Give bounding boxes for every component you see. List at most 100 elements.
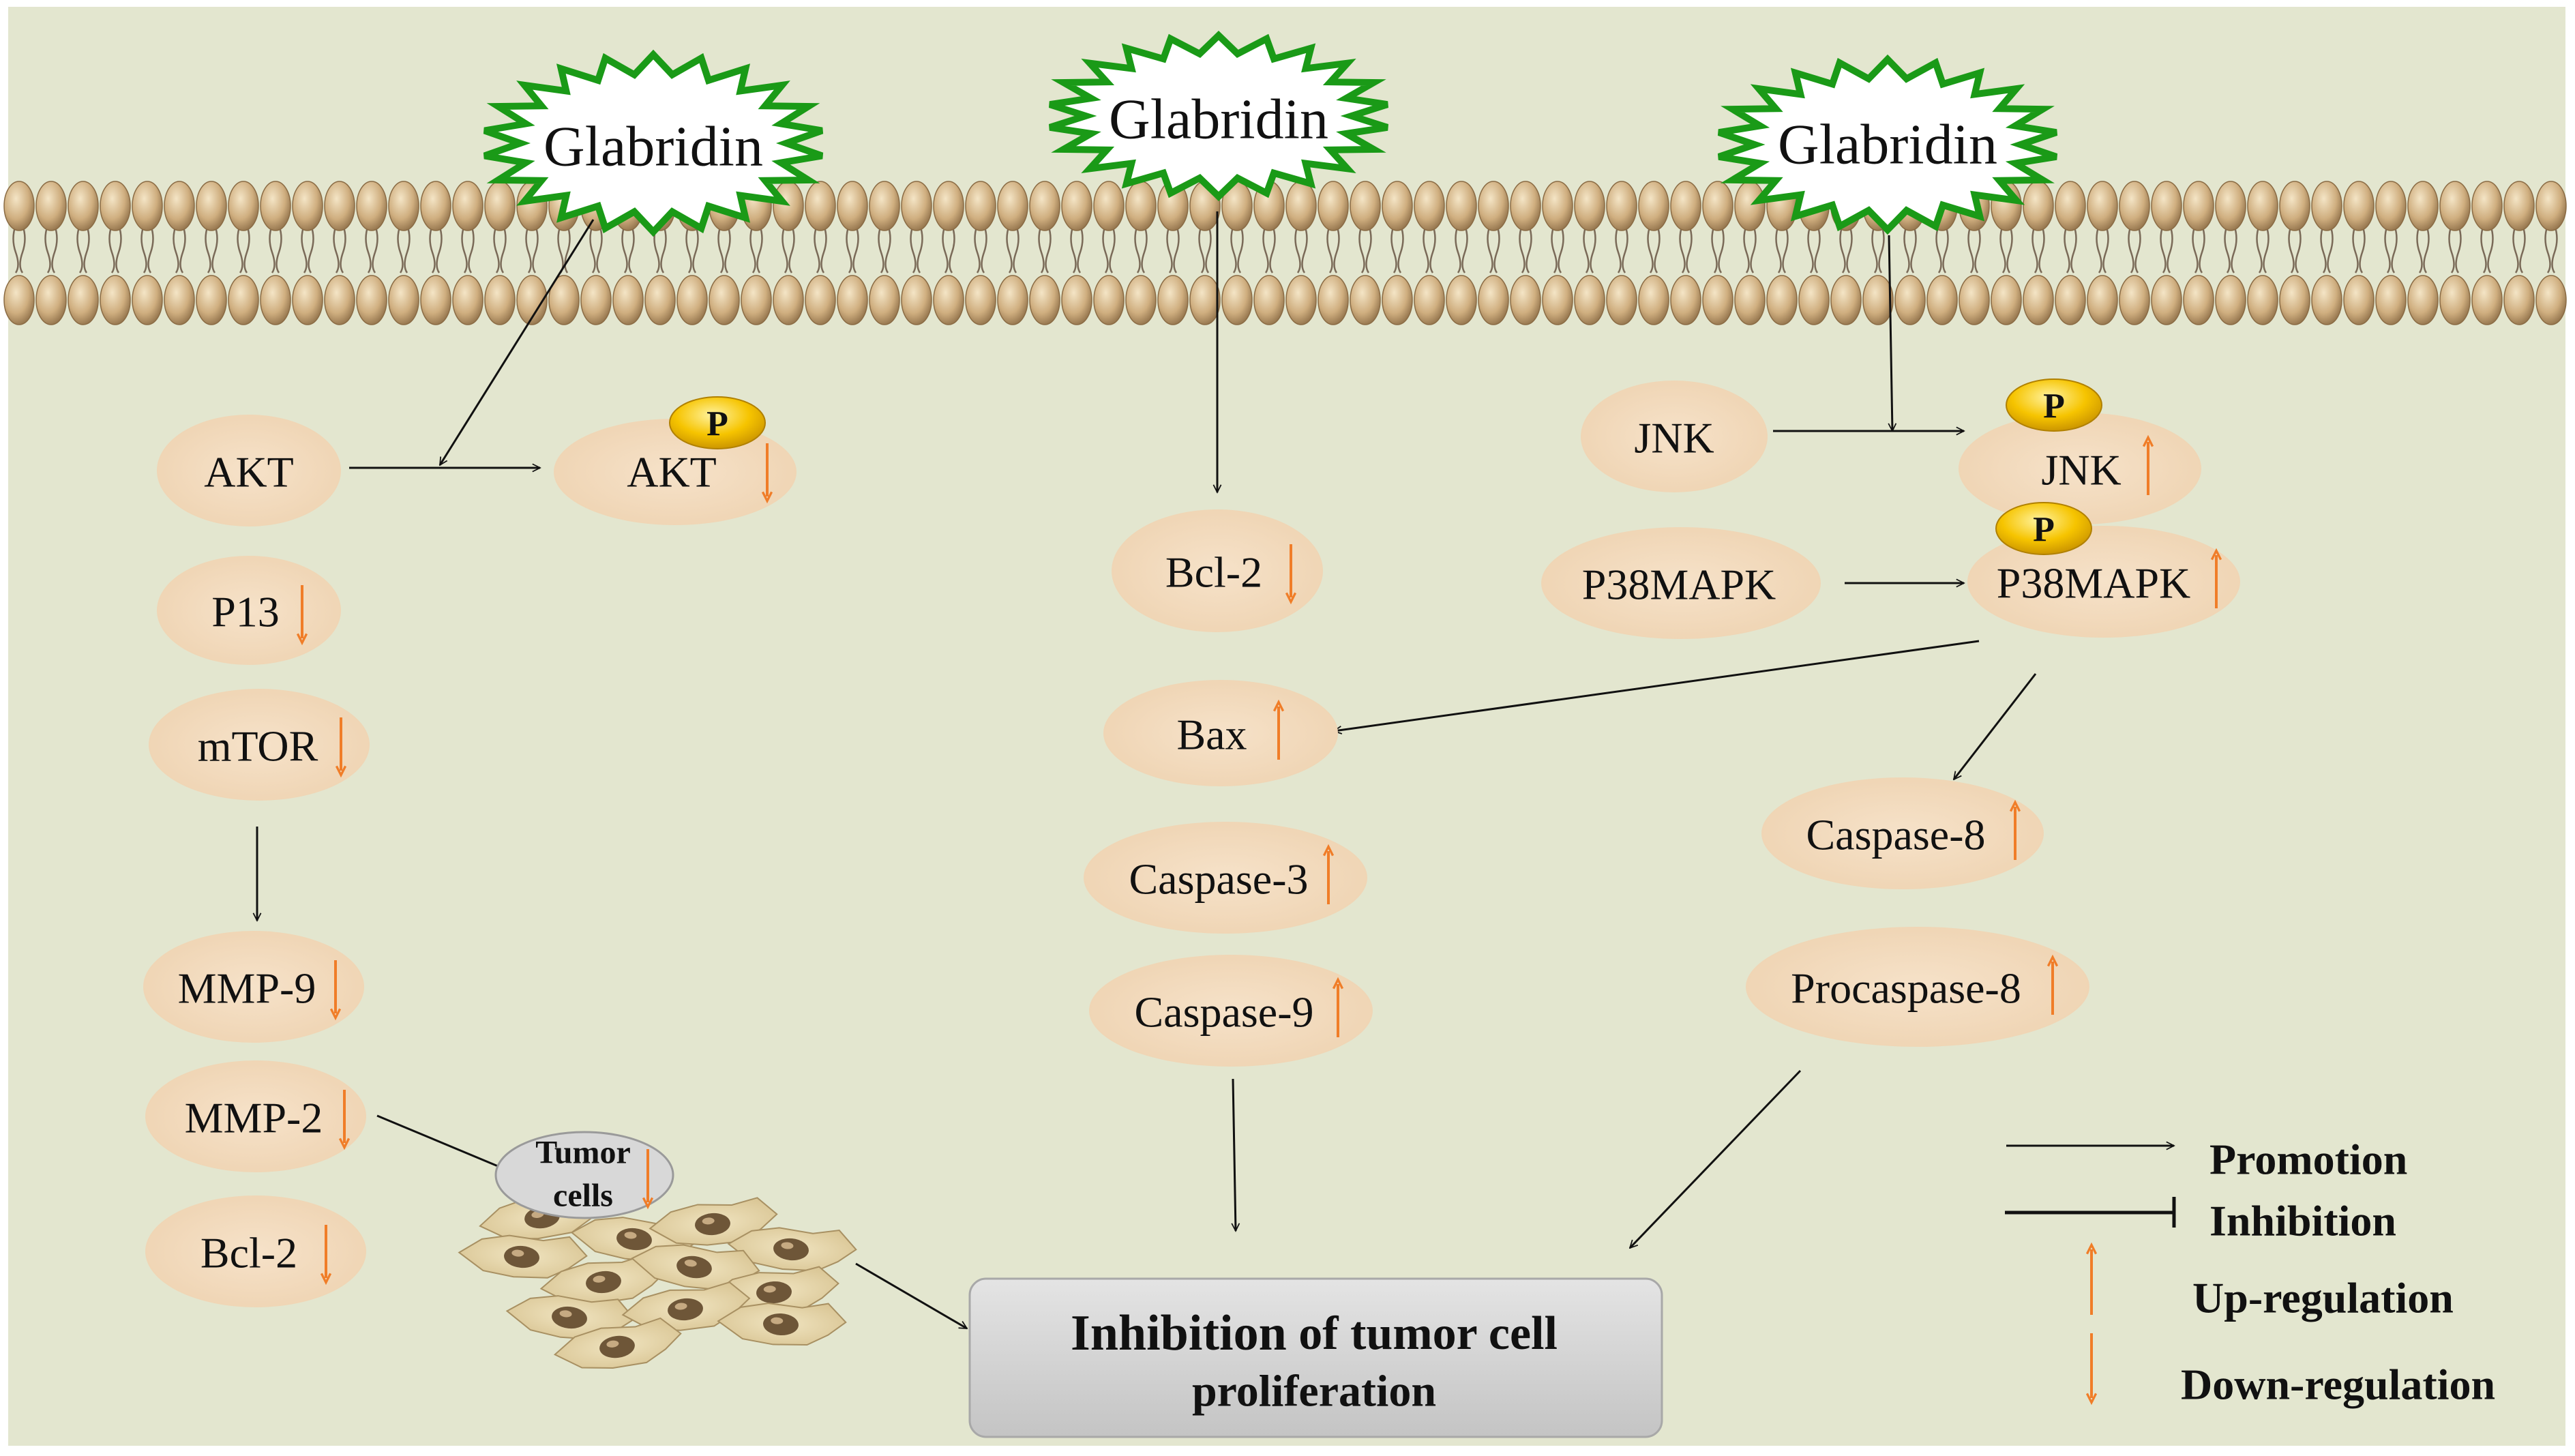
lipid-head [1029, 275, 1060, 325]
lipid-head [2215, 275, 2246, 325]
phospho-badge: P [669, 396, 766, 449]
lipid-head [164, 275, 195, 325]
arrow-p38-to-bax [1334, 640, 1980, 731]
glabridin-group: Glabridin Glabridin Glabridin [483, 31, 2058, 237]
lipid-head [35, 275, 67, 325]
lipid-head [2535, 275, 2567, 325]
lipid-head [2183, 275, 2214, 325]
svg-text:P: P [2033, 511, 2055, 550]
lipid-head [773, 275, 804, 325]
lipid-head [1894, 275, 1926, 325]
lipid-head [2343, 181, 2375, 231]
node-label: mTOR [198, 722, 318, 771]
lipid-head [2023, 275, 2054, 325]
lipid-head [1157, 275, 1189, 325]
pathway-nodes: AKT AKT P P13 mTOR MMP-9 M [143, 378, 2240, 1307]
lipid-head [1414, 181, 1445, 231]
glabridin-starburst-right: Glabridin [1717, 54, 2058, 235]
lipid-head [260, 275, 291, 325]
lipid-head [837, 181, 868, 231]
node-label: MMP-9 [178, 964, 316, 1013]
lipid-head [420, 181, 451, 231]
lipid-head [2279, 181, 2310, 231]
lipid-head [2407, 275, 2439, 325]
lipid-head [741, 275, 772, 325]
lipid-head [869, 275, 900, 325]
lipid-head [292, 181, 323, 231]
lipid-head [356, 275, 387, 325]
lipid-head [2439, 181, 2471, 231]
lipid-head [965, 275, 996, 325]
node-label: AKT [204, 448, 294, 496]
lipid-head [997, 275, 1028, 325]
lipid-head [580, 275, 612, 325]
lipid-head [516, 275, 548, 325]
lipid-head [1061, 275, 1092, 325]
tumor-cell [649, 1197, 778, 1246]
lipid-head [2119, 181, 2150, 231]
lipid-head [1414, 275, 1445, 325]
lipid-head [2471, 275, 2503, 325]
lipid-head [2087, 275, 2118, 325]
lipid-head [1285, 275, 1317, 325]
lipid-head [420, 275, 451, 325]
lipid-head [1093, 181, 1125, 231]
lipid-head [1766, 275, 1798, 325]
lipid-head [2215, 181, 2246, 231]
starburst-icon [1048, 31, 1389, 201]
lipid-head [324, 275, 355, 325]
lipid-head [901, 181, 932, 231]
lipid-head [452, 275, 483, 325]
lipid-head [2535, 181, 2567, 231]
lipid-head [2023, 181, 2054, 231]
lipid-head [1542, 275, 1573, 325]
node-label: Bcl-2 [200, 1229, 297, 1277]
lipid-head [1542, 181, 1573, 231]
result-line-1: Inhibition of tumor cell [1071, 1305, 1558, 1361]
node-label: Caspase-3 [1129, 855, 1308, 904]
legend: Promotion Inhibition Up-regulation Down-… [2005, 1135, 2495, 1409]
lipid-head [1959, 275, 1990, 325]
lipid-head [2247, 181, 2278, 231]
lipid-head [2503, 181, 2535, 231]
arrow-p38-to-caspase8 [1954, 673, 2037, 779]
glabridin-label: Glabridin [544, 115, 763, 179]
tumor-cell [727, 1227, 857, 1272]
node-mmp9: MMP-9 [143, 931, 364, 1043]
lipid-head [869, 181, 900, 231]
lipid-head [292, 275, 323, 325]
lipid-head [2055, 181, 2086, 231]
lipid-head [1350, 181, 1381, 231]
lipid-head [388, 181, 419, 231]
lipid-head [132, 181, 163, 231]
lipid-head [1285, 181, 1317, 231]
glabridin-starburst-center: Glabridin [1048, 31, 1389, 201]
node-bax: Bax [1103, 680, 1338, 786]
lipid-head [773, 181, 804, 231]
lipid-head [901, 275, 932, 325]
lipid-head [2407, 181, 2439, 231]
lipid-head [1382, 275, 1413, 325]
legend-promotion: Promotion [2006, 1135, 2407, 1184]
svg-text:P: P [2043, 387, 2065, 426]
lipid-head [324, 181, 355, 231]
lipid-head [2151, 181, 2182, 231]
phospho-badge: P [1995, 502, 2092, 555]
node-p-jnk: JNK P [1959, 378, 2201, 524]
svg-text:P: P [706, 405, 728, 444]
lipid-head [2503, 275, 2535, 325]
svg-text:cells: cells [553, 1178, 613, 1214]
tumor-cell [631, 1244, 760, 1291]
node-label: Bcl-2 [1165, 548, 1262, 597]
node-label: JNK [2041, 446, 2121, 494]
tumor-cells-label: Tumor cells [494, 1131, 674, 1219]
legend-promotion-label: Promotion [2209, 1135, 2407, 1184]
tumor-cell [458, 1234, 588, 1279]
lipid-head [1830, 275, 1862, 325]
lipid-head [1510, 181, 1541, 231]
lipid-head [100, 275, 131, 325]
lipid-head [35, 181, 67, 231]
lipid-head [228, 181, 259, 231]
starburst-icon [1717, 54, 2058, 235]
